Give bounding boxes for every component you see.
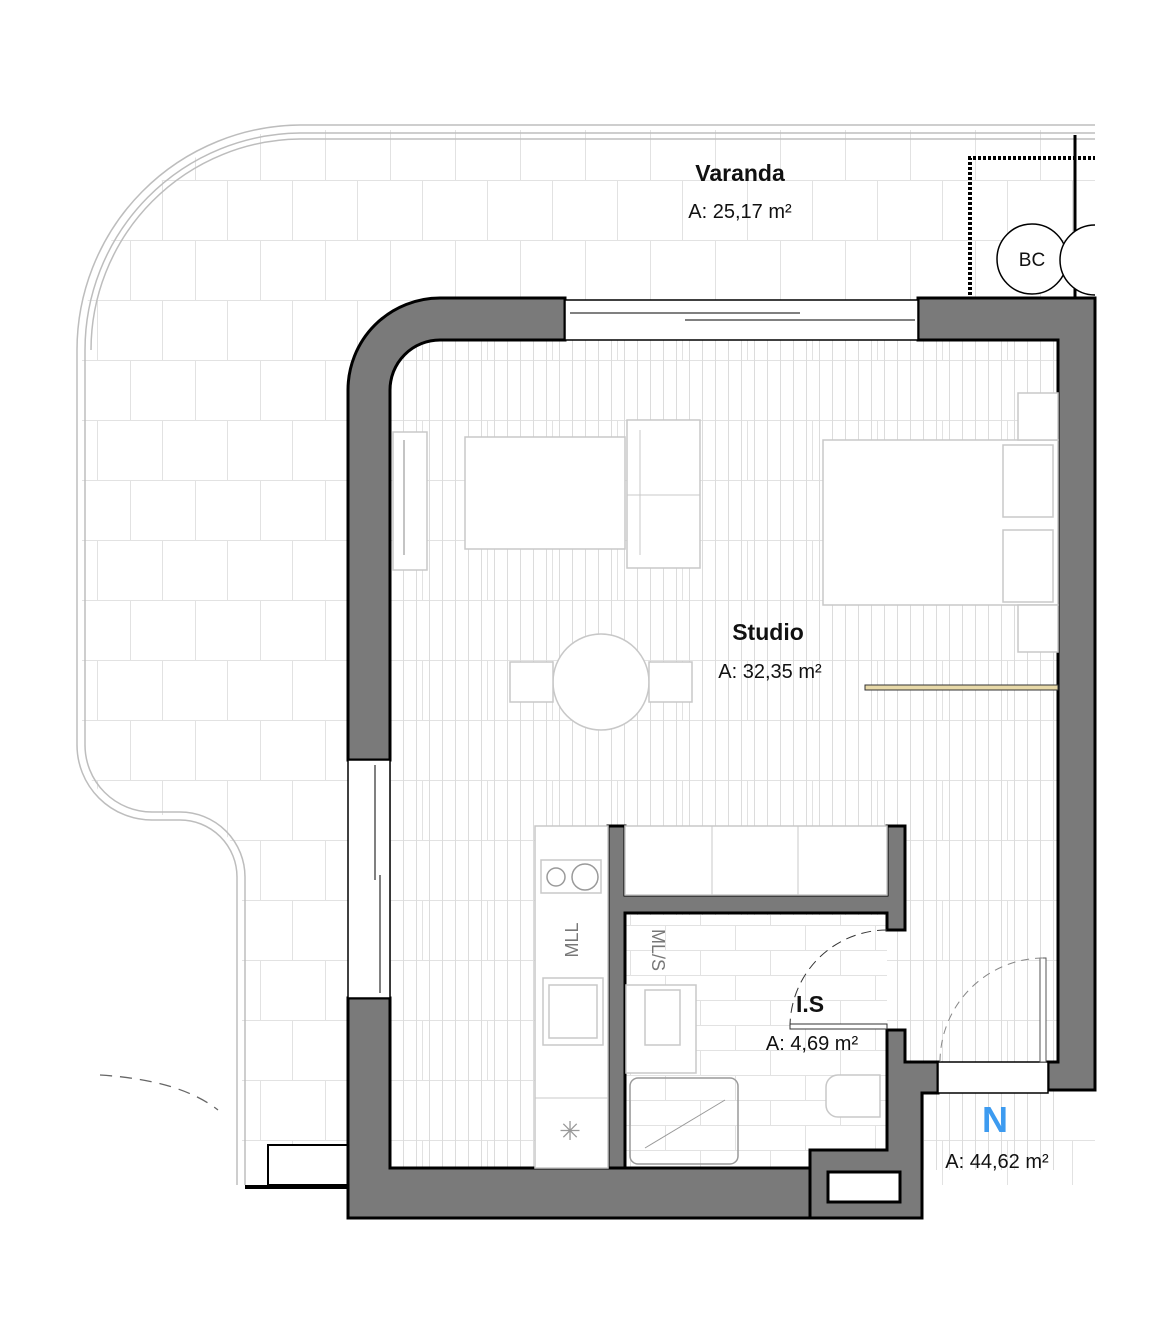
labels: Varanda A: 25,17 m² Studio A: 32,35 m² I… [562, 160, 1049, 1173]
bc-label: BC [1019, 250, 1045, 271]
room-name-is: I.S [796, 991, 824, 1017]
wardrobe [624, 825, 888, 896]
dining-table [552, 633, 650, 731]
bathroom-door[interactable] [789, 1023, 888, 1030]
room-area-studio: A: 32,35 m² [718, 661, 822, 683]
room-name-varanda: Varanda [695, 160, 785, 186]
entrance-door-frame[interactable] [937, 1061, 1049, 1094]
mls-label: ML/S [648, 929, 668, 971]
coffee-table [464, 436, 626, 550]
entrance-door[interactable] [1039, 957, 1047, 1063]
svg-text:✳: ✳ [559, 1116, 581, 1146]
bc-shaft: BC [968, 135, 1096, 300]
windows [347, 299, 1049, 1094]
room-area-varanda: A: 25,17 m² [688, 201, 792, 223]
furniture: ✳ [392, 392, 1059, 1169]
walls [346, 296, 1097, 1220]
window-left [347, 759, 391, 999]
doors [789, 684, 1059, 1063]
wardrobe-door[interactable] [864, 684, 1059, 691]
tv-unit [392, 431, 428, 571]
sofa [626, 419, 701, 569]
room-area-is: A: 4,69 m² [766, 1033, 859, 1055]
room-name-studio: Studio [732, 619, 804, 645]
unit-label: N [982, 1099, 1008, 1140]
mll-label: MLL [562, 922, 582, 957]
unit-area: A: 44,62 m² [945, 1151, 1049, 1173]
shower-tray [629, 1077, 739, 1165]
toilet [825, 1074, 881, 1118]
